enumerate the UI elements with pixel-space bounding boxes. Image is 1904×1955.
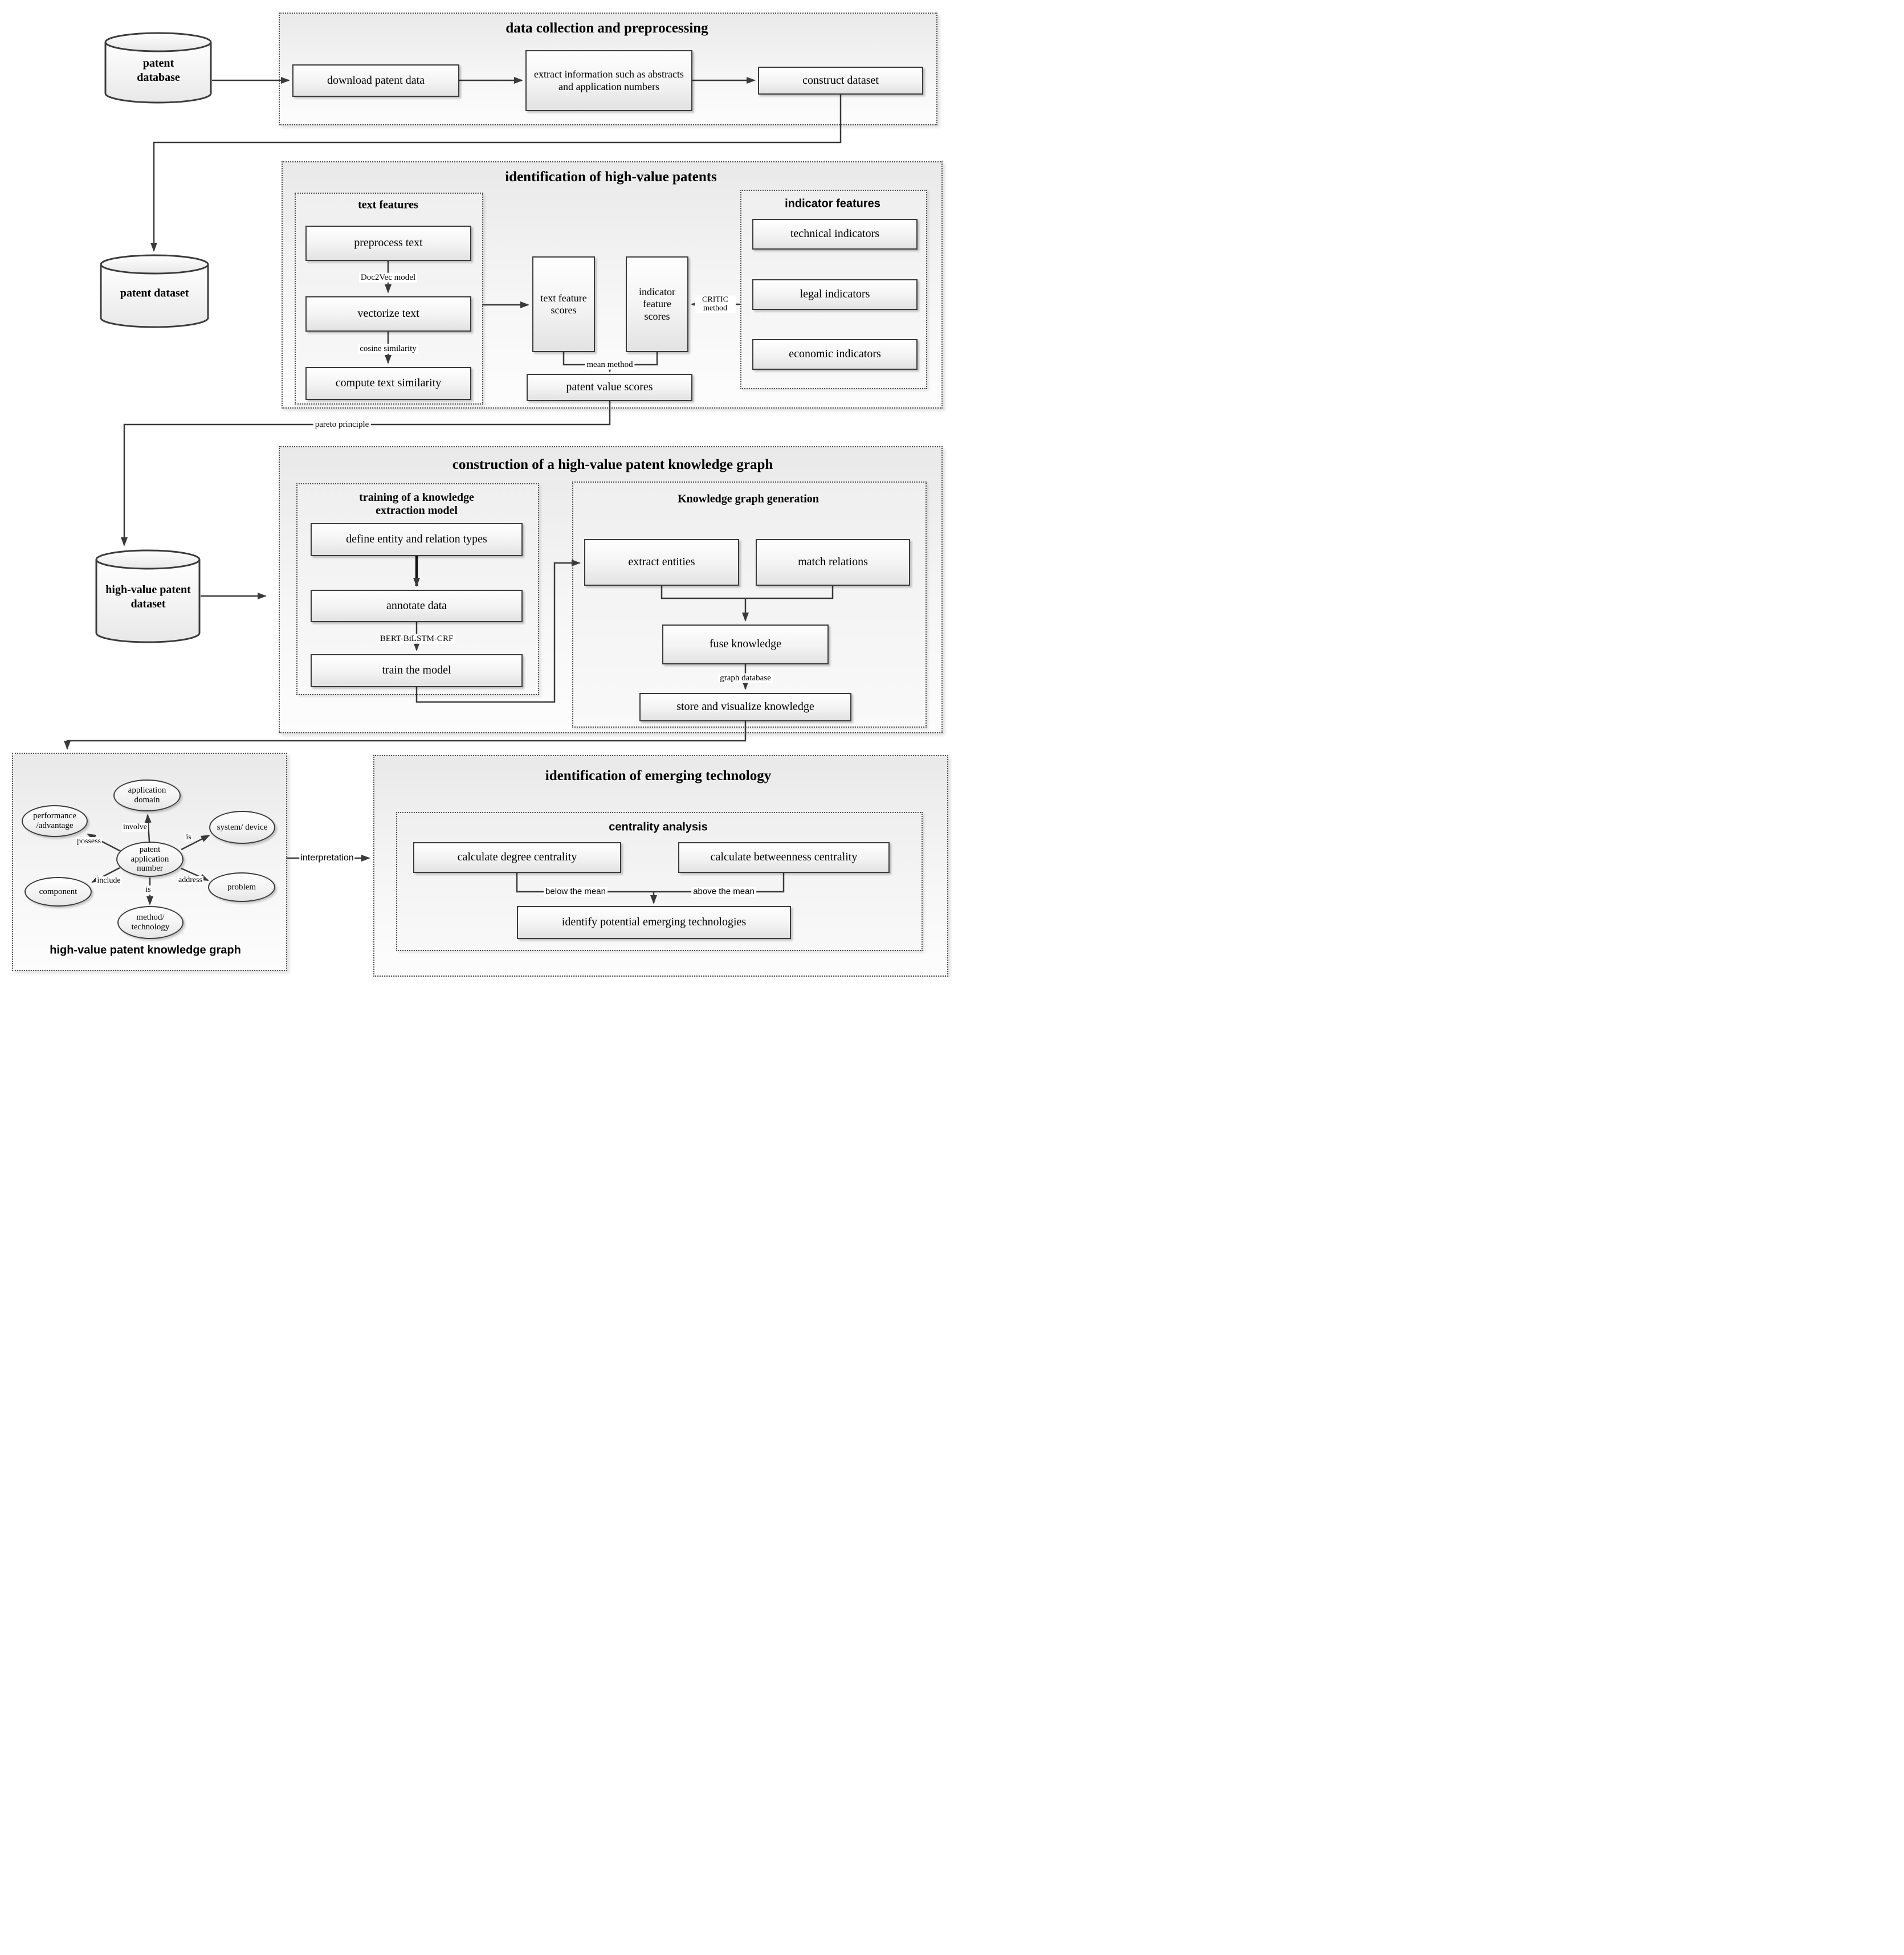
kg-node-system-device: system/ device	[209, 811, 275, 844]
section3-title: construction of a high-value patent know…	[452, 457, 773, 472]
train-the-model-box: train the model	[311, 654, 523, 687]
indicator-features-title: indicator features	[785, 197, 880, 210]
text-features-title: text features	[358, 198, 418, 211]
interpretation-label: interpretation	[299, 853, 355, 863]
kg-node-component: component	[25, 877, 92, 907]
legal-indicators-box: legal indicators	[752, 279, 918, 310]
kg-node-performance-advantage: performance /advantage	[22, 805, 88, 837]
kg-label-is-bottom: is	[144, 885, 152, 895]
critic-method-label: CRITIC method	[695, 295, 736, 313]
indicator-feature-scores-box: indicator feature scores	[626, 256, 688, 352]
economic-indicators-box: economic indicators	[752, 339, 918, 370]
construct-dataset-box: construct dataset	[758, 67, 923, 95]
define-entity-relation-box: define entity and relation types	[311, 523, 523, 556]
match-relations-box: match relations	[756, 539, 910, 586]
cosine-similarity-label: cosine similarity	[358, 344, 418, 354]
store-visualize-box: store and visualize knowledge	[639, 693, 851, 721]
graph-database-label: graph database	[718, 673, 773, 683]
bert-bilstm-crf-label: BERT-BiLSTM-CRF	[378, 634, 455, 644]
kg-node-patent-application-number: patent application number	[116, 842, 184, 877]
flowchart-canvas: data collection and preprocessing patent…	[0, 0, 952, 977]
section2-title: identification of high-value patents	[505, 169, 717, 185]
kg-label-involve: involve	[122, 823, 148, 832]
kg-node-problem: problem	[208, 872, 275, 902]
vectorize-text-box: vectorize text	[305, 296, 471, 332]
extract-entities-box: extract entities	[584, 539, 739, 586]
patent-value-scores-box: patent value scores	[527, 374, 692, 401]
training-model-title: training of a knowledge extraction model	[359, 491, 474, 517]
doc2vec-label: Doc2Vec model	[358, 272, 418, 283]
download-patent-data-box: download patent data	[292, 64, 459, 97]
kg-label-is-top: is	[185, 833, 193, 842]
kg-generation-title: Knowledge graph generation	[678, 492, 819, 505]
kg-label-address: address	[177, 876, 203, 885]
fuse-knowledge-box: fuse knowledge	[662, 625, 829, 664]
high-value-dataset-label: high-value patent dataset	[105, 583, 191, 610]
extract-information-box: extract information such as abstracts an…	[525, 50, 692, 111]
centrality-analysis-title: centrality analysis	[609, 821, 708, 834]
kg-label-possess: possess	[75, 837, 103, 846]
section5-title: identification of emerging technology	[545, 768, 772, 783]
calc-betweenness-centrality-box: calculate betweenness centrality	[678, 842, 890, 873]
annotate-data-box: annotate data	[311, 590, 523, 622]
kg-label-include: include	[96, 876, 122, 885]
text-feature-scores-box: text feature scores	[532, 256, 595, 352]
above-mean-label: above the mean	[691, 887, 756, 897]
patent-dataset-label: patent dataset	[120, 287, 189, 300]
section1-title: data collection and preprocessing	[505, 21, 708, 36]
pareto-principle-label: pareto principle	[313, 419, 371, 430]
kg-caption: high-value patent knowledge graph	[50, 944, 241, 957]
identify-emerging-box: identify potential emerging technologies	[517, 906, 791, 939]
kg-node-method-technology: method/ technology	[117, 906, 184, 939]
below-mean-label: below the mean	[544, 887, 608, 897]
kg-node-application-domain: application domain	[113, 779, 181, 811]
subsection-kg-generation	[572, 481, 927, 728]
mean-method-label: mean method	[585, 360, 635, 370]
preprocess-text-box: preprocess text	[305, 226, 471, 261]
compute-text-similarity-box: compute text similarity	[305, 367, 471, 400]
technical-indicators-box: technical indicators	[752, 219, 918, 250]
patent-database-label: patent database	[137, 57, 180, 84]
calc-degree-centrality-box: calculate degree centrality	[413, 842, 621, 873]
